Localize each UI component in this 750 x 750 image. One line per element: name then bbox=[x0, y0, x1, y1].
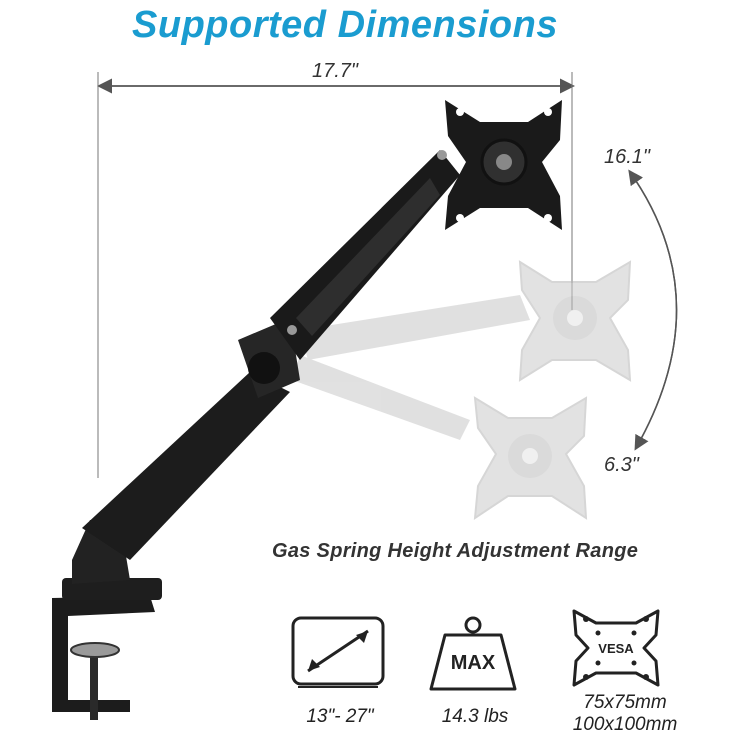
height-up-dimension-label: 16.1" bbox=[604, 146, 651, 168]
vesa-label: VESA bbox=[598, 641, 634, 656]
vesa-large-spec: 100x100mm bbox=[572, 714, 678, 735]
monitor-size-icon bbox=[291, 616, 385, 688]
ghost-vesa-plate-upper bbox=[518, 260, 632, 382]
ghost-vesa-plate-lower bbox=[473, 396, 588, 520]
vesa-spec: 75x75mm 100x100mm bbox=[560, 692, 690, 736]
desk-clamp bbox=[52, 596, 155, 712]
width-dimension-label: 17.7" bbox=[312, 60, 359, 82]
height-down-dimension-label: 6.3" bbox=[604, 454, 639, 476]
weight-icon: MAX bbox=[429, 616, 517, 691]
screen-size-spec: 13"- 27" bbox=[306, 706, 374, 727]
height-range-arc bbox=[629, 171, 678, 451]
vesa-plate-icon: VESA bbox=[572, 609, 660, 687]
monitor-arm bbox=[52, 100, 562, 720]
weight-spec: 14.3 lbs bbox=[441, 706, 509, 727]
vesa-small-spec: 75x75mm bbox=[583, 692, 667, 713]
ghost-arm-positions bbox=[292, 260, 632, 520]
page-title: Supported Dimensions bbox=[132, 4, 558, 46]
adjustment-range-caption: Gas Spring Height Adjustment Range bbox=[272, 540, 639, 562]
width-dimension-line bbox=[97, 72, 575, 478]
weight-max-label: MAX bbox=[451, 652, 496, 674]
